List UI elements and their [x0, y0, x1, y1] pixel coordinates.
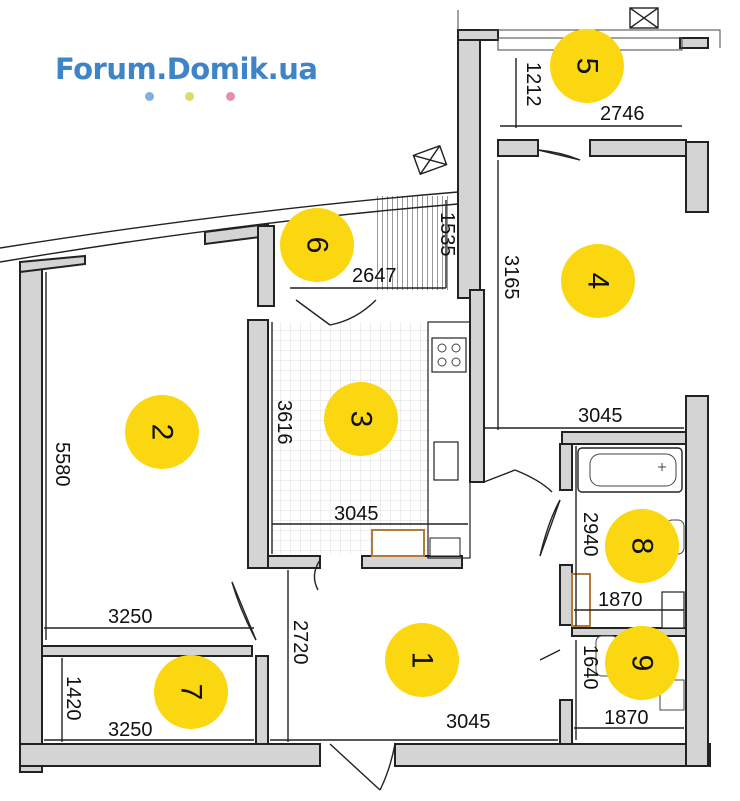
svg-text:8: 8	[626, 538, 659, 555]
svg-text:6: 6	[301, 237, 334, 254]
dim-room1-depth: 2720	[289, 620, 311, 665]
dim-room3-width: 3045	[334, 503, 379, 525]
dimension-lines	[44, 58, 684, 742]
dim-room6-depth: 1535	[436, 212, 458, 257]
dim-room8-depth: 2940	[579, 512, 601, 557]
svg-text:2: 2	[146, 424, 179, 441]
dim-room4-depth: 3165	[500, 255, 522, 300]
room-markers: 1 2 3 4 5 6 7 8	[125, 29, 679, 729]
dim-room7-depth: 1420	[62, 676, 84, 721]
logo-dots	[145, 88, 262, 106]
dim-room5-width: 2746	[600, 103, 645, 125]
logo-dot-pink	[225, 92, 235, 101]
svg-text:1: 1	[406, 652, 439, 669]
svg-text:5: 5	[571, 58, 604, 75]
vent-box-balcony	[412, 144, 448, 176]
dim-room2-depth: 5580	[51, 442, 73, 487]
site-logo: Forum.Domik.ua	[55, 52, 318, 86]
balcony-deck	[376, 196, 448, 290]
walls	[19, 29, 711, 773]
dim-room9-depth: 1640	[579, 645, 601, 690]
logo-dot-green	[185, 92, 195, 101]
logo-dot-blue	[145, 92, 154, 101]
dim-room6-width: 2647	[352, 265, 397, 287]
svg-text:4: 4	[582, 273, 615, 290]
svg-text:9: 9	[626, 655, 659, 672]
dim-room2-width: 3250	[108, 606, 153, 628]
room-marker-9: 9	[605, 626, 679, 700]
room-marker-8: 8	[605, 509, 679, 583]
dim-room5-depth: 1212	[522, 62, 544, 107]
room-marker-7: 7	[154, 655, 228, 729]
room-marker-3: 3	[324, 382, 398, 456]
doors	[231, 149, 581, 791]
dim-room9-width: 1870	[604, 707, 649, 729]
svg-text:3: 3	[345, 411, 378, 428]
dim-room3-depth: 3616	[273, 400, 295, 445]
room-marker-5: 5	[550, 29, 624, 103]
svg-text:7: 7	[175, 684, 208, 701]
room-marker-4: 4	[561, 244, 635, 318]
vent-box-top	[629, 7, 659, 29]
room-marker-1: 1	[385, 623, 459, 697]
kitchen-fixtures	[371, 321, 471, 559]
dim-room8-width: 1870	[598, 589, 643, 611]
room-marker-2: 2	[125, 395, 199, 469]
room-marker-6: 6	[280, 208, 354, 282]
dim-room7-width: 3250	[108, 719, 153, 741]
dim-room1-width: 3045	[446, 711, 491, 733]
dimension-labels: 2746 1212 2647 1535 3165 3045 3616 3045 …	[51, 62, 649, 741]
dim-room4-width: 3045	[578, 405, 623, 427]
